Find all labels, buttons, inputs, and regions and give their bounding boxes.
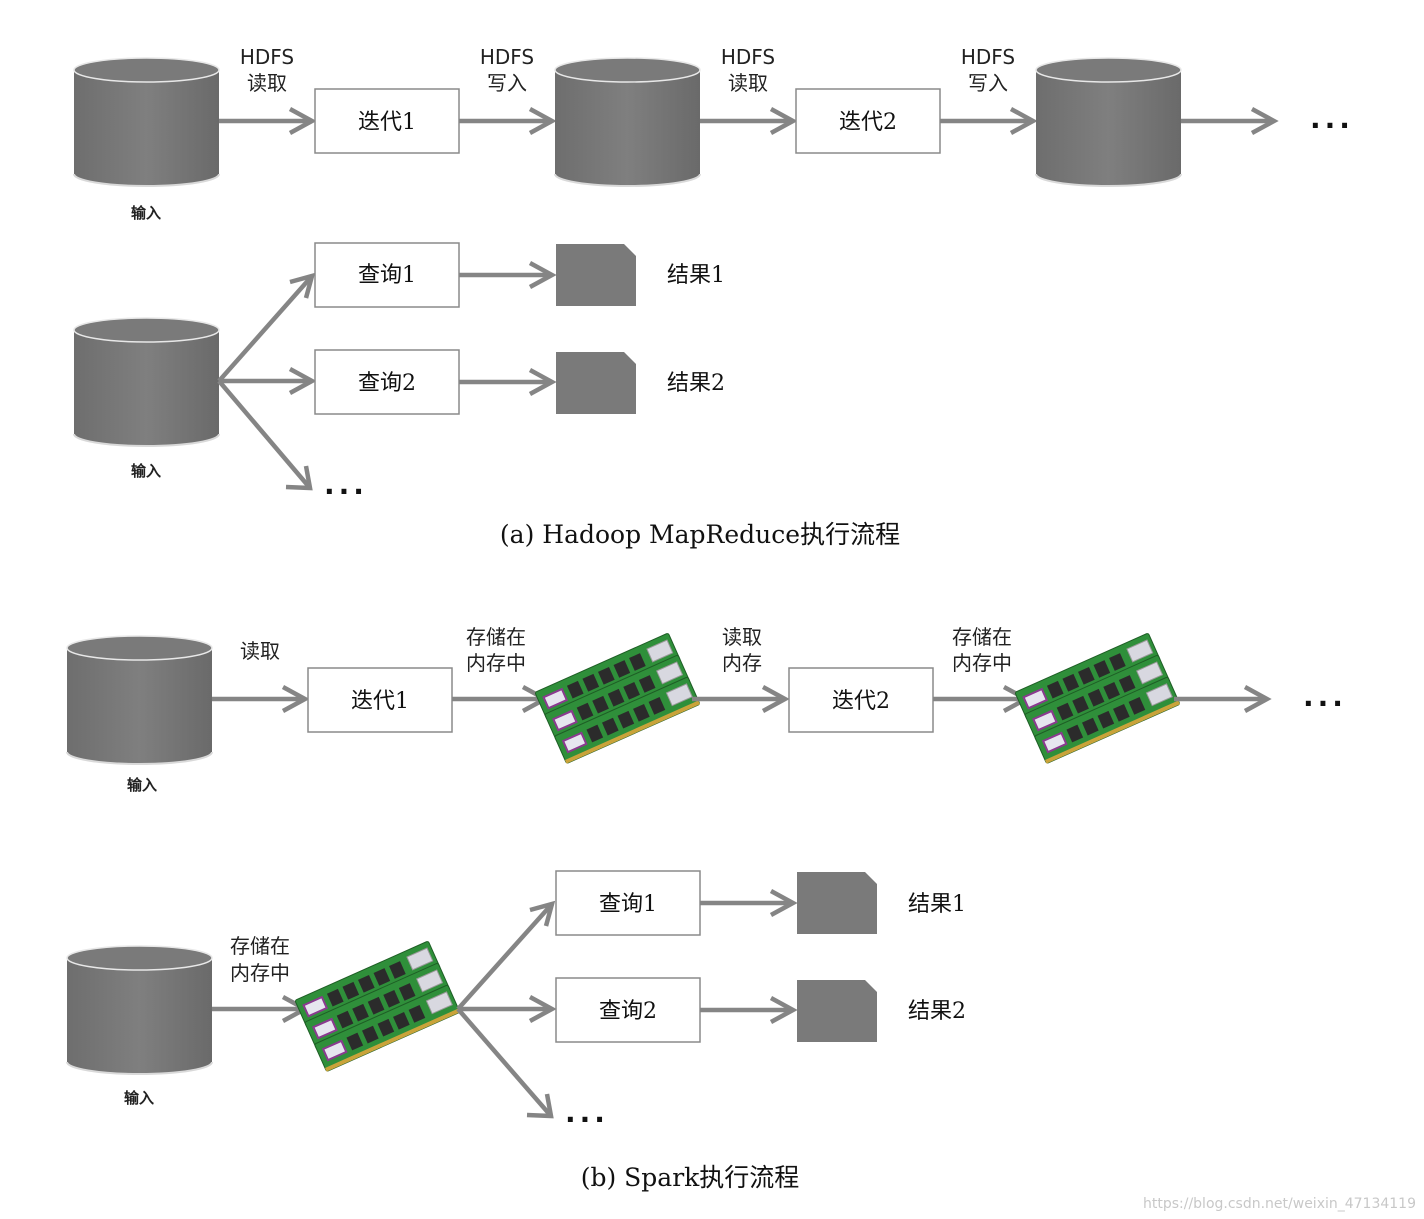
- cylinder-icon: [66, 945, 213, 1075]
- read-memory-label-line2: 内存: [722, 651, 762, 675]
- iteration-1-box: [314, 88, 460, 154]
- ellipsis: ...: [1310, 102, 1354, 135]
- result-document-icon: [556, 352, 636, 414]
- hdfs-read-label-line2: 读取: [247, 71, 287, 95]
- arrow: [456, 902, 554, 1011]
- arrowhead: [528, 995, 557, 1023]
- hadoop-caption: (a) Hadoop MapReduce执行流程: [500, 520, 900, 549]
- arrow: [217, 274, 314, 383]
- cylinder-icon: [73, 57, 220, 187]
- read-label: 读取: [240, 639, 280, 663]
- query-2-label: 查询2: [599, 999, 657, 1024]
- iteration-1-label: 迭代1: [351, 689, 409, 714]
- cylinder-icon: [66, 635, 213, 765]
- input-label: 输入: [124, 1089, 154, 1107]
- query-1-label: 查询1: [599, 892, 657, 917]
- ram-stick: [1034, 676, 1180, 764]
- ram-stick: [314, 984, 460, 1072]
- arrowhead: [769, 107, 798, 135]
- arrowhead: [1250, 107, 1279, 135]
- result-2-label: 结果2: [908, 999, 966, 1024]
- store-in-memory-label-line2: 内存中: [466, 651, 526, 675]
- hdfs-write-label-line1: HDFS: [480, 45, 534, 69]
- result-1-label: 结果1: [667, 263, 725, 288]
- store-in-memory-label-line2: 内存中: [230, 961, 290, 985]
- arrowhead: [288, 107, 317, 135]
- arrowhead: [526, 1093, 554, 1119]
- arrowhead: [528, 261, 557, 289]
- ram-memory-icon: [295, 941, 460, 1072]
- store-in-memory-label-line1: 存储在: [230, 934, 290, 958]
- arrowhead: [288, 367, 317, 395]
- result-1-label: 结果1: [908, 892, 966, 917]
- ram-stick: [554, 676, 700, 764]
- hadoop-iteration-row: 输入 HDFS 读取 迭代1 HDFS 写入 HDFS 读取 迭代2 HDFS …: [73, 45, 1354, 222]
- query-1-box: [555, 870, 701, 936]
- result-document-icon: [797, 872, 877, 934]
- hdfs-write-label-line2: 写入: [968, 71, 1008, 95]
- hadoop-query-row: 输入 ... 查询1 查询2 结果1 结果2: [73, 242, 725, 501]
- hdfs-read-label-line2: 读取: [728, 71, 768, 95]
- arrowhead: [285, 465, 313, 491]
- arrowhead: [529, 900, 556, 927]
- input-label: 输入: [131, 462, 161, 480]
- arrowhead: [528, 368, 557, 396]
- result-document-icon: [797, 980, 877, 1042]
- result-document-icon: [556, 244, 636, 306]
- watermark: https://blog.csdn.net/weixin_47134119: [1143, 1196, 1416, 1212]
- ellipsis: ...: [565, 1096, 609, 1129]
- iteration-1-label: 迭代1: [358, 110, 416, 135]
- arrowhead: [528, 107, 557, 135]
- spark-iteration-row: 输入 读取 迭代1 存储在 内存中 读取 内存 迭代2 存储在 内存中 ...: [66, 625, 1347, 794]
- query-1-box: [314, 242, 460, 308]
- ram-memory-icon: [535, 633, 700, 764]
- hdfs-write-label-line1: HDFS: [961, 45, 1015, 69]
- arrowhead: [1009, 107, 1038, 135]
- query-2-label: 查询2: [358, 371, 416, 396]
- iteration-2-label: 迭代2: [839, 110, 897, 135]
- query-1-label: 查询1: [358, 263, 416, 288]
- iteration-2-label: 迭代2: [832, 689, 890, 714]
- spark-caption: (b) Spark执行流程: [581, 1163, 800, 1192]
- hdfs-write-label-line2: 写入: [487, 71, 527, 95]
- hdfs-read-label-line1: HDFS: [721, 45, 775, 69]
- result-2-label: 结果2: [667, 371, 725, 396]
- input-label: 输入: [127, 776, 157, 794]
- input-label: 输入: [131, 204, 161, 222]
- arrowhead: [1243, 685, 1272, 713]
- read-memory-label-line1: 读取: [722, 625, 762, 649]
- hdfs-read-label-line1: HDFS: [240, 45, 294, 69]
- ellipsis: ...: [1303, 680, 1347, 713]
- arrow: [217, 379, 312, 490]
- cylinder-icon: [73, 317, 220, 447]
- arrowhead: [769, 996, 798, 1024]
- arrowhead: [289, 272, 316, 299]
- spark-query-row: 输入 存储在 内存中 ... 查询1 查询2 结果1 结果2: [66, 870, 966, 1129]
- arrow: [456, 1007, 553, 1118]
- store-in-memory-label-line2: 内存中: [952, 651, 1012, 675]
- store-in-memory-label-line1: 存储在: [952, 625, 1012, 649]
- ellipsis: ...: [324, 468, 368, 501]
- ram-memory-icon: [1015, 633, 1180, 764]
- cylinder-icon: [1035, 57, 1182, 187]
- cylinder-icon: [554, 57, 701, 187]
- arrowhead: [281, 685, 310, 713]
- arrowhead: [769, 889, 798, 917]
- arrowhead: [761, 685, 790, 713]
- store-in-memory-label-line1: 存储在: [466, 625, 526, 649]
